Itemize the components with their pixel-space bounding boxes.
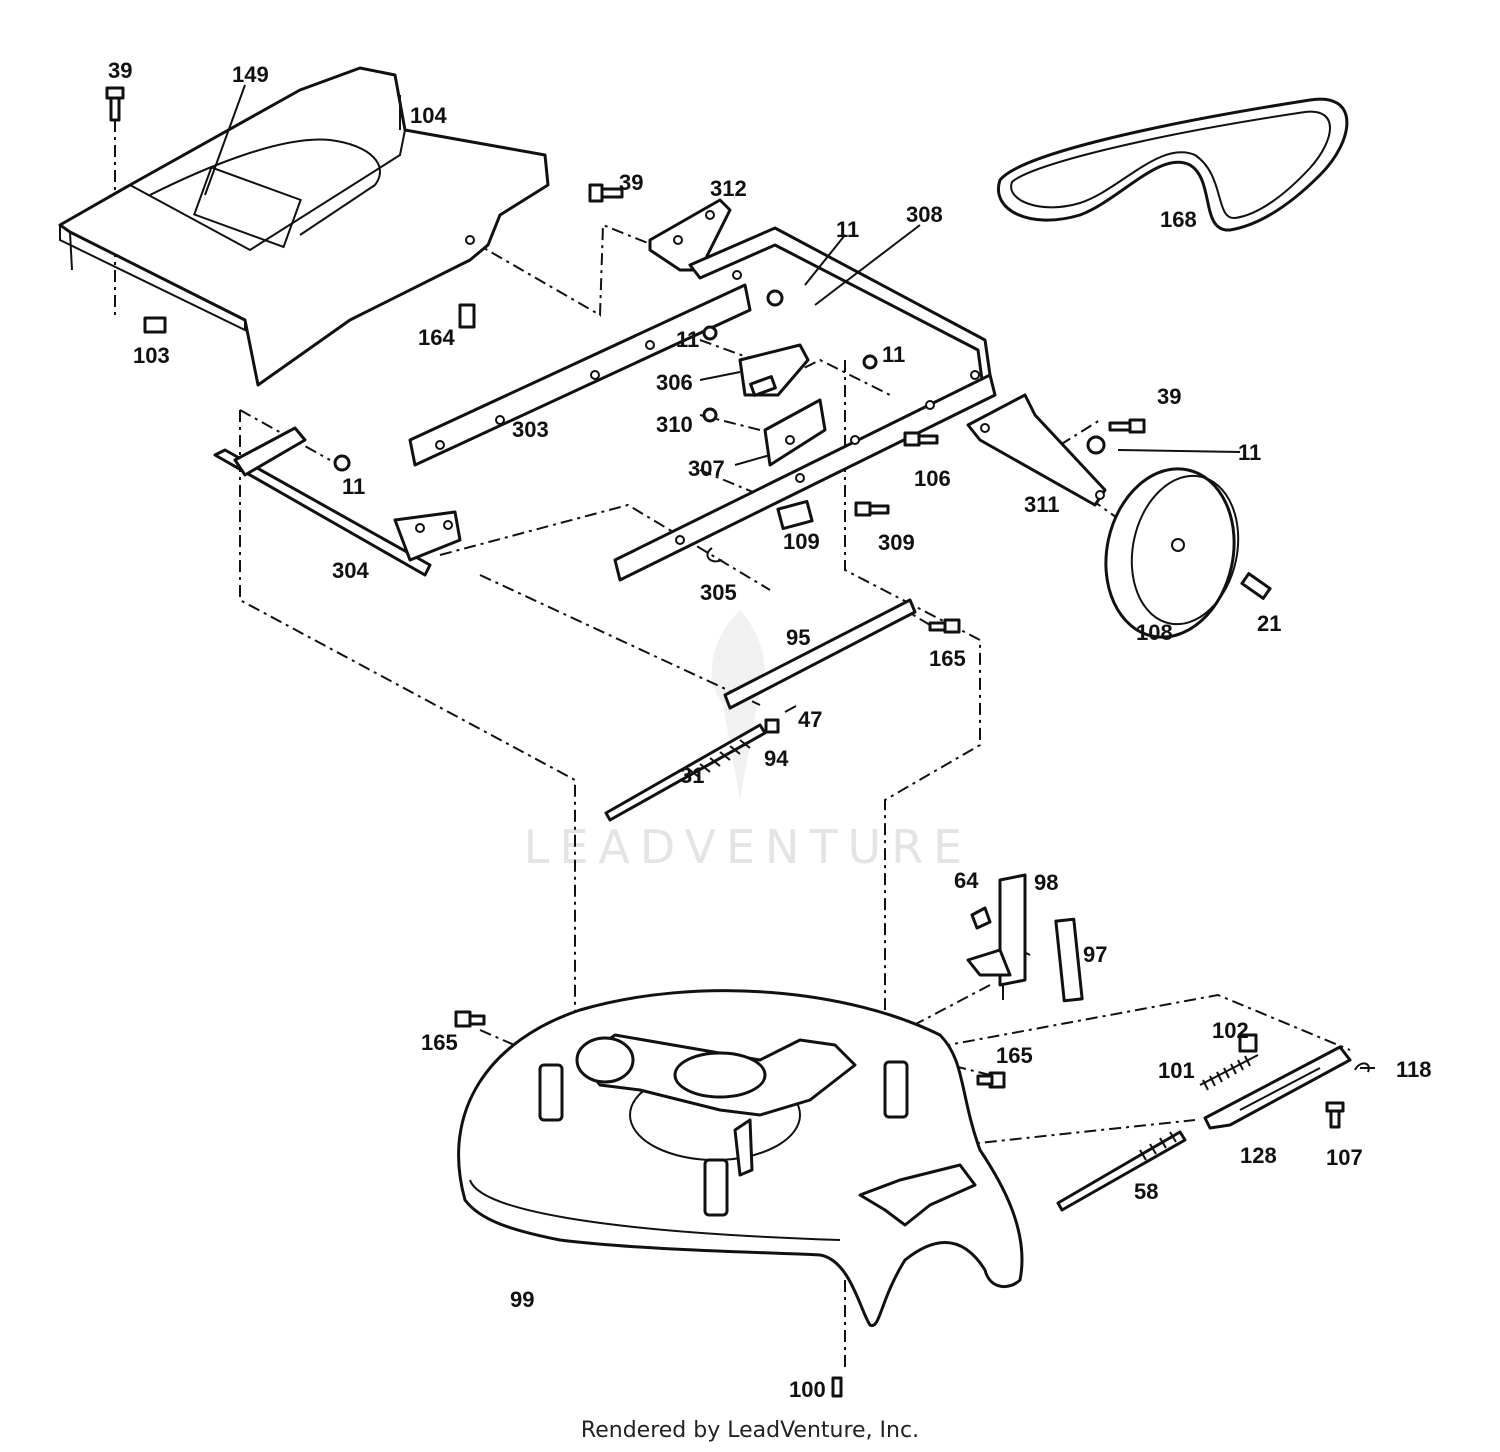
nut-11-e — [1086, 435, 1106, 455]
callout-311: 311 — [1024, 492, 1060, 517]
callout-11: 11 — [882, 342, 905, 367]
rail-lower — [613, 373, 997, 582]
bracket-306 — [738, 343, 810, 397]
callout-149: 149 — [232, 62, 269, 87]
callout-99: 99 — [510, 1287, 534, 1312]
screw-100 — [831, 1376, 843, 1398]
label-109 — [776, 499, 814, 531]
callout-11: 11 — [342, 474, 365, 499]
watermark-text: LEADVENTURE — [524, 820, 973, 874]
callout-106: 106 — [914, 466, 951, 491]
callout-306: 306 — [656, 370, 693, 395]
bolt-165-mid — [928, 618, 961, 634]
clip-305 — [706, 547, 723, 563]
bolt-39-right — [1108, 418, 1146, 434]
callout-118: 118 — [1396, 1057, 1432, 1082]
threaded-rod-58 — [1056, 1130, 1187, 1212]
callout-312: 312 — [710, 176, 747, 201]
nut-11-d — [333, 454, 351, 472]
callout-95: 95 — [786, 625, 810, 650]
callout-168: 168 — [1160, 207, 1197, 232]
callout-102: 102 — [1212, 1018, 1249, 1043]
clip-nut-164 — [458, 303, 476, 329]
bolt-106 — [903, 431, 939, 447]
nut-64 — [970, 906, 992, 930]
callout-308: 308 — [906, 202, 943, 227]
footer-credit: Rendered by LeadVenture, Inc. — [580, 1418, 920, 1443]
bracket-307 — [763, 398, 827, 467]
callout-109: 109 — [783, 529, 820, 554]
mower-deck-99 — [457, 989, 1024, 1327]
rear-chute-cover-104 — [58, 66, 550, 387]
callout-58: 58 — [1134, 1179, 1158, 1204]
wheel-108 — [1104, 467, 1240, 639]
callout-165: 165 — [996, 1043, 1033, 1068]
bolt-309 — [854, 501, 890, 517]
pin-47 — [784, 705, 797, 713]
callout-31: 31 — [680, 763, 704, 788]
callout-104: 104 — [410, 103, 447, 128]
threaded-rod-31 — [604, 723, 767, 822]
callout-64: 64 — [954, 868, 979, 893]
bolt-21 — [1240, 572, 1272, 600]
callout-107: 107 — [1326, 1145, 1363, 1170]
callout-165: 165 — [929, 646, 966, 671]
callout-100: 100 — [789, 1377, 826, 1402]
callout-39: 39 — [108, 58, 132, 83]
link-bar-95 — [723, 598, 917, 710]
callout-303: 303 — [512, 417, 549, 442]
lever-128 — [1203, 1045, 1352, 1130]
bolt-107 — [1325, 1101, 1345, 1129]
bolt-39-top-left — [105, 86, 125, 122]
callout-47: 47 — [798, 707, 822, 732]
callout-39: 39 — [619, 170, 643, 195]
callout-97: 97 — [1083, 942, 1107, 967]
callout-310: 310 — [656, 412, 693, 437]
nut-11-b — [702, 325, 718, 341]
rail-303 — [408, 283, 752, 467]
callout-307: 307 — [688, 456, 725, 481]
callout-304: 304 — [332, 558, 369, 583]
leader-lines — [204, 84, 1375, 1069]
pin-94 — [764, 718, 780, 734]
callout-101: 101 — [1158, 1058, 1195, 1083]
spring-101 — [1199, 1054, 1259, 1091]
callout-21: 21 — [1257, 611, 1281, 636]
callout-11: 11 — [676, 327, 699, 352]
axle-rod-304 — [213, 426, 462, 577]
clip-118 — [1354, 1062, 1370, 1073]
callout-39: 39 — [1157, 384, 1181, 409]
nut-11-c — [862, 354, 878, 370]
bracket-98 — [966, 873, 1027, 987]
callout-94: 94 — [764, 746, 789, 771]
label-97 — [1054, 917, 1084, 1003]
callout-103: 103 — [133, 343, 170, 368]
clip-103 — [143, 316, 167, 334]
bolt-39-upper — [588, 183, 624, 203]
callout-165: 165 — [421, 1030, 458, 1055]
drive-belt-168 — [997, 97, 1349, 232]
callout-11: 11 — [836, 217, 859, 242]
callout-labels: 39 149 104 103 164 39 312 11 308 168 11 … — [108, 58, 1432, 1402]
wheel-bracket-311 — [966, 393, 1107, 507]
callout-309: 309 — [878, 530, 915, 555]
bolt-165-left — [454, 1010, 486, 1028]
nut-11-a — [766, 289, 784, 307]
bolt-165-right — [976, 1071, 1006, 1089]
callout-11: 11 — [1238, 440, 1261, 465]
callout-305: 305 — [700, 580, 737, 605]
callout-128: 128 — [1240, 1143, 1277, 1168]
callout-98: 98 — [1034, 870, 1058, 895]
callout-164: 164 — [418, 325, 455, 350]
nut-310 — [702, 407, 718, 423]
callout-108: 108 — [1136, 620, 1173, 645]
clip-102 — [1238, 1033, 1258, 1053]
